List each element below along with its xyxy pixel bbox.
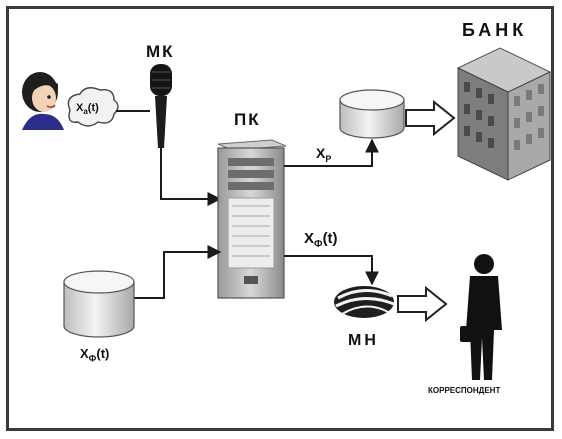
transmit-signal-main: X	[304, 230, 315, 247]
storage-signal-sub: Ф	[88, 353, 97, 364]
arrow-to-bank-icon	[405, 99, 456, 137]
transmit-signal-arg: (t)	[322, 230, 338, 247]
modem-icon	[334, 286, 395, 318]
storage-signal-main: X	[80, 346, 89, 361]
speech-signal-main: X	[76, 102, 84, 114]
storage-signal-arg: (t)	[96, 346, 110, 361]
pc-output-label: XP	[316, 145, 331, 164]
pc-output-sub: P	[325, 153, 332, 164]
speaker-icon	[22, 72, 64, 130]
pc-output-main: X	[316, 145, 326, 161]
speech-cloud-icon	[67, 87, 119, 127]
storage-cylinder-bottom-icon	[63, 270, 135, 338]
microphone-label: МК	[146, 42, 175, 61]
bank-label: БАНК	[462, 20, 528, 40]
speech-signal-label: Xa(t)	[76, 102, 99, 116]
transmit-signal-sub: Ф	[314, 239, 323, 250]
speech-signal-arg: (t)	[87, 102, 99, 114]
microphone-icon	[150, 64, 172, 148]
speech-signal-sub: a	[83, 107, 88, 117]
storage-cylinder-top-icon	[339, 89, 405, 139]
correspondent-label: КОРРЕСПОНДЕНТ	[428, 386, 501, 395]
pc-tower-icon	[217, 139, 287, 299]
storage-signal-label: XФ(t)	[80, 346, 109, 364]
correspondent-icon	[460, 254, 502, 380]
bank-building-icon	[456, 47, 552, 181]
pc-label: ПК	[234, 110, 261, 129]
transmit-signal-label: XФ(t)	[304, 230, 338, 250]
arrow-to-correspondent-icon	[397, 285, 448, 323]
modem-label: МН	[348, 332, 379, 349]
